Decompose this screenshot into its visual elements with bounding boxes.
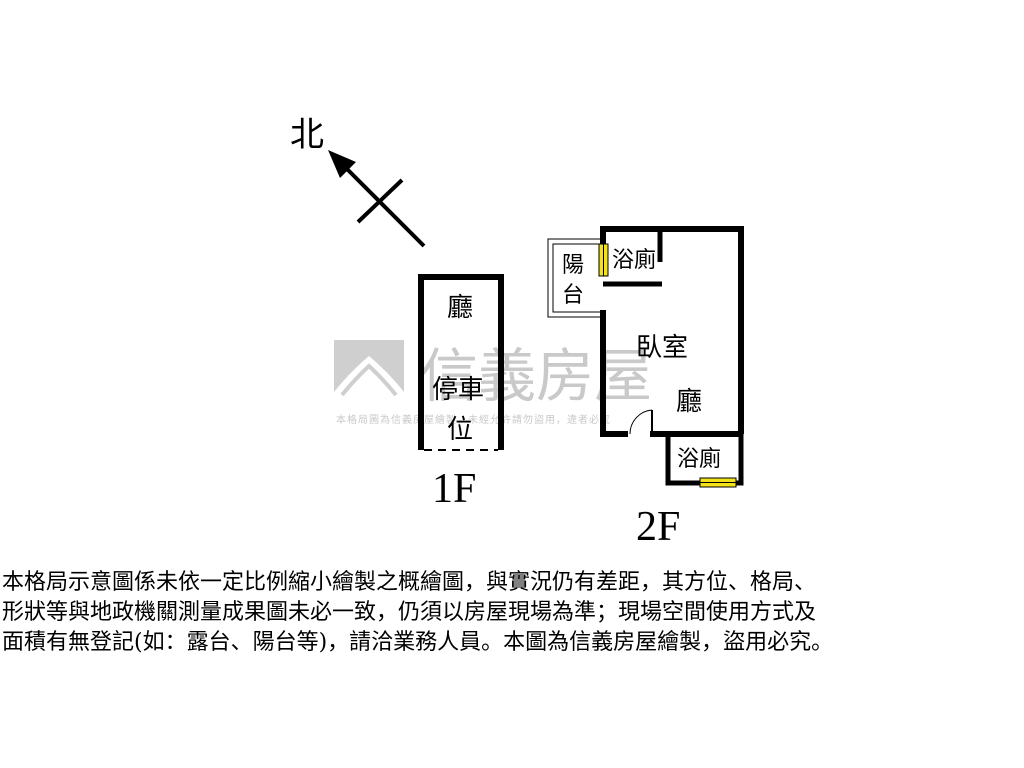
room-1f-parking-line2: 位 — [447, 415, 473, 445]
floor-2f: 陽 台 浴廁 臥室 廳 浴廁 2F — [547, 226, 744, 550]
brand-logo-icon — [334, 340, 404, 402]
north-arrow-shaft — [340, 162, 426, 248]
room-2f-bedroom: 臥室 — [636, 333, 688, 363]
room-1f-parking-line1: 停車 — [432, 375, 484, 405]
watermark: 信義房屋 本格局圖為信義房屋繪製，未經允許請勿盜用，違者必究 — [334, 340, 652, 426]
door-entrance — [629, 409, 653, 435]
floor-2f-label: 2F — [636, 504, 680, 550]
watermark-notice: 本格局圖為信義房屋繪製，未經允許請勿盜用，違者必究 — [336, 413, 611, 426]
floor-2f-main-walls — [600, 226, 744, 434]
floor-1f-walls — [418, 274, 504, 450]
disclaimer-line-1: 本格局示意圖係未依一定比例縮小繪製之概繪圖，與實況仍有差距，其方位、格局、 — [2, 570, 817, 595]
floor-2f-west-wall — [600, 310, 628, 437]
floor-1f-label: 1F — [432, 466, 476, 512]
disclaimer-line-2: 形狀等與地政機關測量成果圖未必一致，仍須以房屋現場為準；現場空間使用方式及 — [2, 600, 817, 625]
room-1f-living: 廳 — [447, 293, 473, 323]
window-bath-bottom — [699, 477, 737, 488]
watermark-brand: 信義房屋 — [420, 342, 652, 410]
room-2f-living: 廳 — [676, 387, 702, 417]
room-2f-bath-top: 浴廁 — [612, 248, 656, 273]
north-compass: 北 — [290, 115, 426, 248]
room-2f-balcony-line1: 陽 — [562, 253, 584, 278]
balcony-outline-outer — [547, 238, 603, 318]
floor-1f: 廳 停車 位 1F — [418, 274, 504, 512]
north-arrow-cross — [356, 178, 404, 224]
disclaimer-line-3: 面積有無登記(如：露台、陽台等)，請洽業務人員。本圖為信義房屋繪製，盜用必究。 — [2, 630, 834, 655]
window-balcony — [598, 243, 609, 277]
north-arrow-head-icon — [328, 150, 356, 178]
room-2f-bath-bottom: 浴廁 — [677, 447, 721, 472]
room-2f-balcony-line2: 台 — [562, 283, 584, 308]
disclaimer: 本格局示意圖係未依一定比例縮小繪製之概繪圖，與實況仍有差距，其方位、格局、 形狀… — [2, 568, 1022, 658]
balcony-outline-inner — [552, 243, 603, 313]
north-label: 北 — [290, 115, 324, 155]
